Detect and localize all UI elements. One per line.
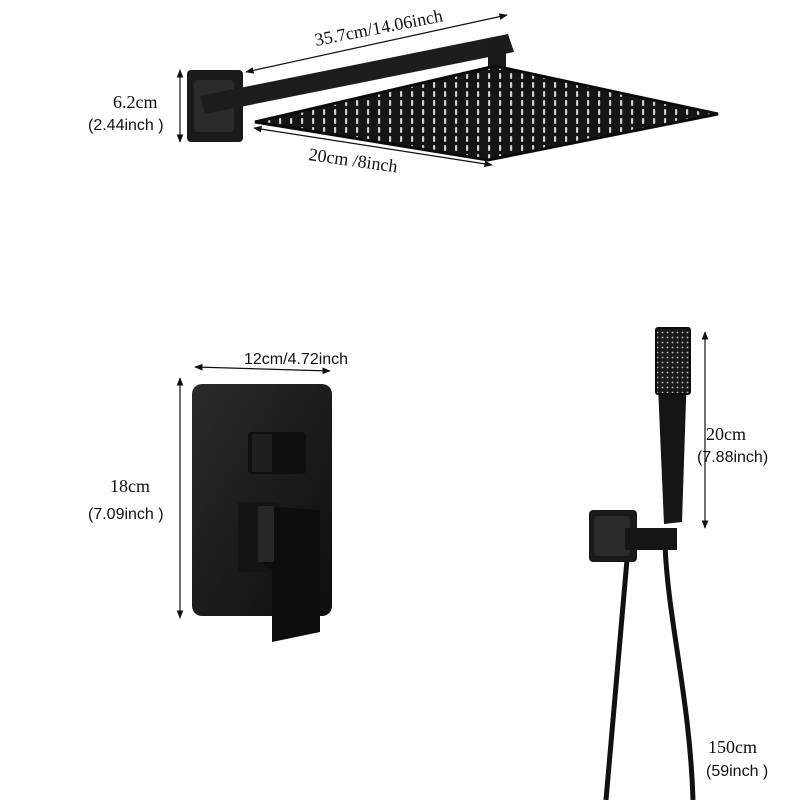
- head-width-dimension-line: [253, 125, 493, 168]
- valve-width-label: 12cm/4.72inch: [244, 351, 348, 368]
- arm-length-dimension-line: [245, 13, 508, 74]
- valve-height-inch-label: (7.09inch ): [88, 506, 164, 523]
- hand-shower-length-inch-label: (7.88inch): [697, 449, 768, 466]
- hand-shower-group: 20cm (7.88inch) 150cm (59inch ): [589, 327, 768, 800]
- rain-height-cm-label: 6.2cm: [113, 92, 158, 112]
- diverter-valve-group: 12cm/4.72inch 18cm (7.09inch ): [88, 351, 348, 642]
- valve-height-cm-label: 18cm: [110, 476, 150, 496]
- hose-length-inch-label: (59inch ): [706, 763, 768, 780]
- head-width-label: 20cm /8inch: [307, 144, 398, 176]
- valve-width-dimension-line: [194, 363, 331, 375]
- hand-shower-length-cm-label: 20cm: [706, 424, 746, 444]
- rain-height-inch-label: (2.44inch ): [88, 117, 164, 134]
- hand-shower-hose: [603, 547, 631, 800]
- hose-length-cm-label: 150cm: [708, 737, 757, 757]
- rain-shower-group: 35.7cm/14.06inch 6.2cm (2.44inch ) 20cm …: [88, 5, 719, 176]
- hand-shower-head: [655, 327, 691, 395]
